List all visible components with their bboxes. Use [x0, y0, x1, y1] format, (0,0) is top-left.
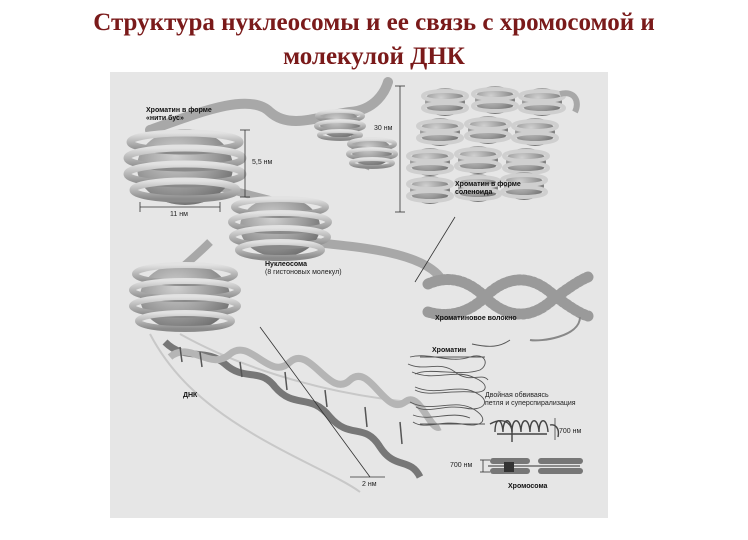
solenoid-cluster: [406, 86, 580, 204]
dimension-lines: [139, 85, 456, 478]
solenoid-unit: [518, 88, 566, 116]
label-nucleosome: Нуклеосома: [265, 261, 307, 268]
solenoid-unit: [406, 176, 454, 204]
label-dna: ДНК: [183, 392, 198, 399]
label-nucleosome-sub: (8 гистоновых молекул): [265, 269, 342, 276]
chromosome: [480, 458, 583, 474]
nucleosome-large-2: [228, 196, 332, 261]
solenoid-unit: [511, 118, 559, 146]
solenoid-unit: [471, 86, 519, 114]
label-solenoid-line1: Хроматин в форме: [455, 181, 521, 188]
label-chromosome: Хромосома: [508, 483, 548, 490]
solenoid-unit: [500, 172, 548, 200]
dimension-5-5nm: 5,5 нм: [252, 159, 273, 166]
label-loops-line2: петля и суперспирализация: [485, 400, 576, 407]
dimension-30nm: 30 нм: [374, 125, 393, 132]
solenoid-unit: [502, 148, 550, 176]
dimension-2nm: 2 нм: [362, 481, 377, 488]
nucleosome-large-1: [123, 129, 247, 205]
solenoid-unit: [464, 116, 512, 144]
label-chromatin-fiber: Хроматиновое волокно: [435, 315, 517, 322]
dimension-11nm: 11 нм: [170, 211, 188, 218]
label-beads-line2: «нити бус»: [146, 114, 184, 122]
looped-fiber: [489, 418, 560, 442]
label-beads-line1: Хроматин в форме: [146, 107, 212, 114]
label-loops-line1: Двойная обвиваясь: [485, 391, 549, 399]
solenoid-unit: [454, 174, 502, 202]
nucleosome-large-3: [129, 262, 241, 332]
solenoid-unit: [416, 118, 464, 146]
solenoid-unit: [406, 148, 454, 176]
nucleosome-small-1: [314, 109, 366, 141]
chromatin-fiber: [422, 271, 594, 342]
dimension-700nm-a: 700 нм: [559, 428, 581, 435]
chromatin-scribble: [407, 339, 511, 426]
page-title: Структура нуклеосомы и ее связь с хромос…: [0, 6, 748, 74]
nucleosome-small-2: [346, 137, 398, 169]
dimension-700nm-b: 700 нм: [450, 462, 472, 469]
title-line-2: молекулой ДНК: [283, 43, 465, 70]
solenoid-unit: [454, 146, 502, 174]
dna-double-helix: [149, 333, 442, 493]
title-line-1: Структура нуклеосомы и ее связь с хромос…: [93, 9, 655, 36]
solenoid-unit: [421, 88, 469, 116]
nucleosome-structure-diagram: Хроматин в форме «нити бус» 30 нм 5,5 нм…: [110, 72, 608, 518]
label-chromatin: Хроматин: [432, 347, 466, 354]
label-solenoid-line2: соленоида: [455, 189, 492, 196]
